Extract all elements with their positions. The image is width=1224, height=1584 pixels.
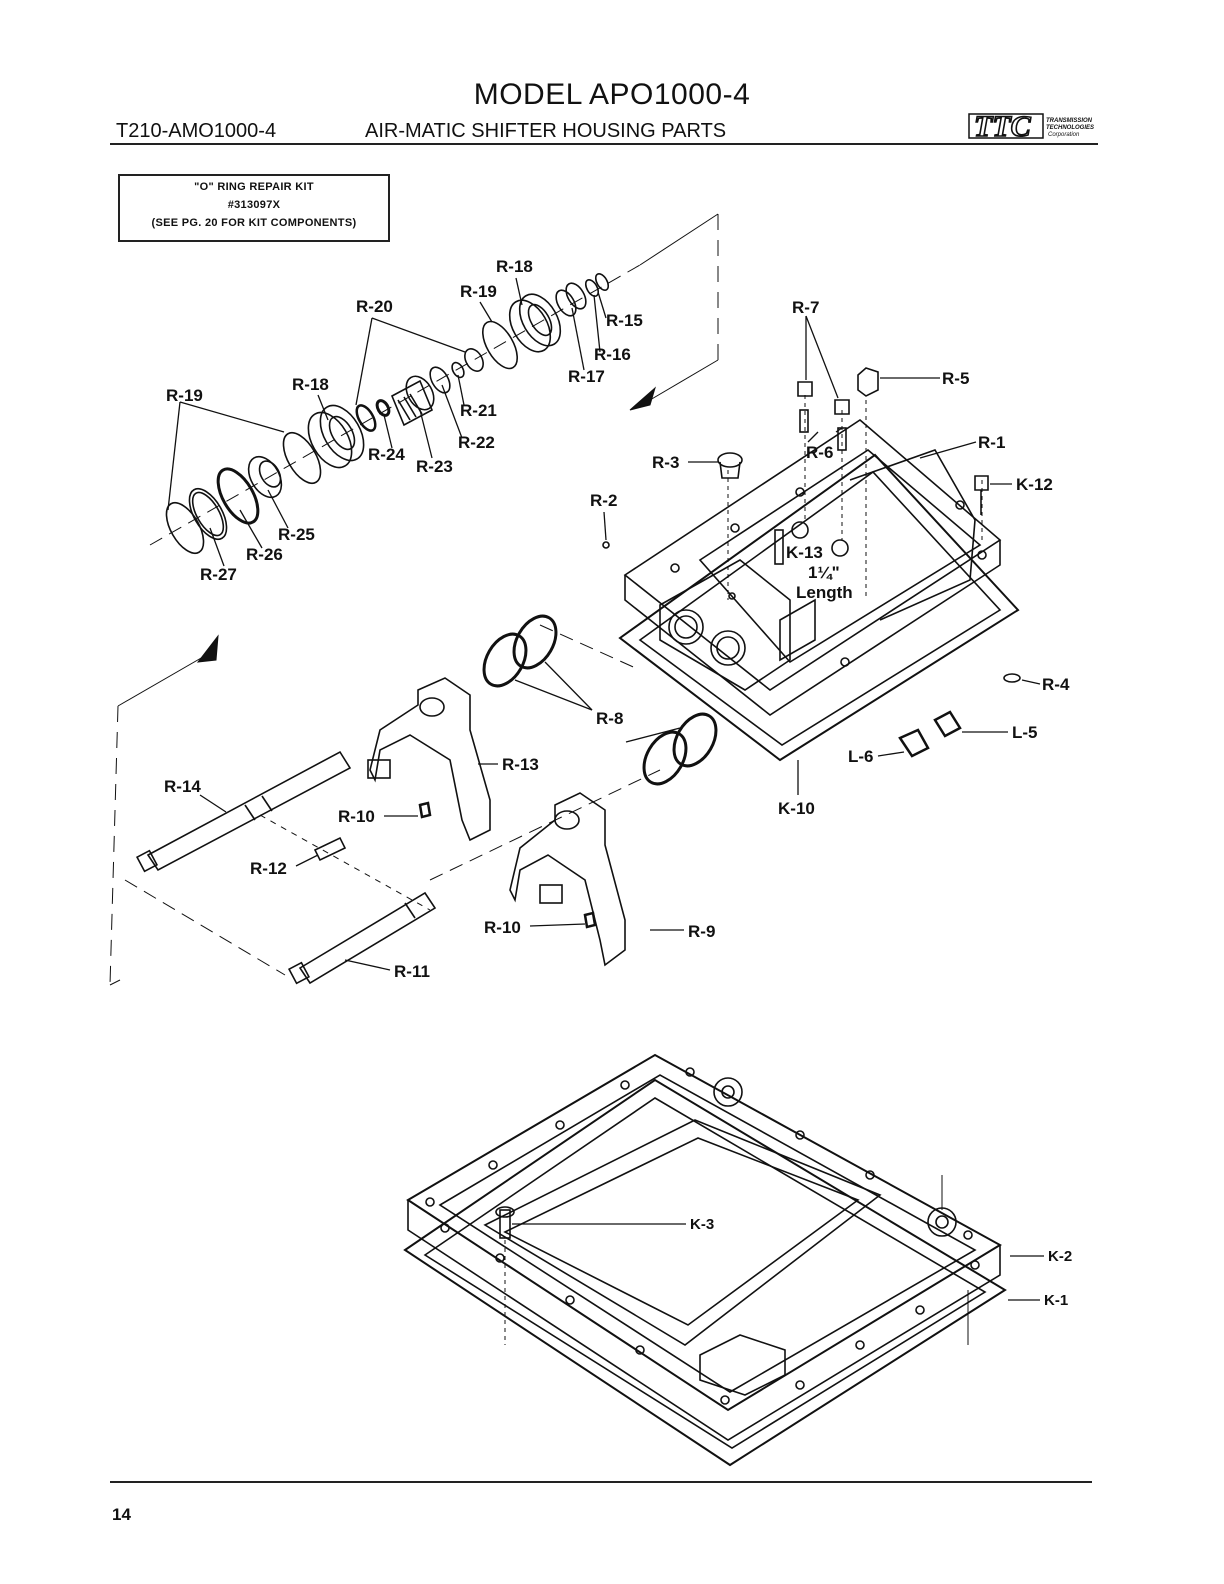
callout-r24: R-24 xyxy=(368,445,405,464)
callout-r13: R-13 xyxy=(502,755,539,774)
callout-l5: L-5 xyxy=(1012,723,1038,742)
oring-kit-box: "O" RING REPAIR KIT #313097X (SEE PG. 20… xyxy=(118,174,390,242)
callout-r14: R-14 xyxy=(164,777,201,796)
callout-r3: R-3 xyxy=(652,453,679,472)
base-cover-drawing xyxy=(403,1053,1007,1467)
callout-r22: R-22 xyxy=(458,433,495,452)
callout-k1: K-1 xyxy=(1044,1292,1068,1309)
callout-k12: K-12 xyxy=(1016,475,1053,494)
callout-r10-lower: R-10 xyxy=(484,918,521,937)
shift-forks-drawing xyxy=(367,677,626,967)
callout-r26: R-26 xyxy=(246,545,283,564)
seal-stack-drawing xyxy=(149,264,641,555)
callout-r15: R-15 xyxy=(606,311,643,330)
shift-shafts-drawing xyxy=(135,750,437,985)
callout-r8: R-8 xyxy=(596,709,623,728)
callout-r25: R-25 xyxy=(278,525,315,544)
callout-r6: R-6 xyxy=(806,443,833,462)
document-code: T210-AMO1000-4 xyxy=(116,120,277,142)
callout-r18-upper: R-18 xyxy=(496,257,533,276)
callout-r1: R-1 xyxy=(978,433,1005,452)
assembly-guide-lines xyxy=(109,213,719,986)
kit-line2: #313097X xyxy=(227,199,281,211)
callout-r20: R-20 xyxy=(356,297,393,316)
logo-line3: Corporation xyxy=(1048,132,1080,138)
footer-rule xyxy=(110,1481,1092,1483)
kit-line3: (SEE PG. 20 FOR KIT COMPONENTS) xyxy=(151,217,357,229)
model-title: MODEL APO1000-4 xyxy=(473,78,751,111)
callout-r21: R-21 xyxy=(460,401,497,420)
callout-r12: R-12 xyxy=(250,859,287,878)
callout-r7: R-7 xyxy=(792,298,819,317)
callout-r27: R-27 xyxy=(200,565,237,584)
callout-k10: K-10 xyxy=(778,799,815,818)
callout-r16: R-16 xyxy=(594,345,631,364)
callout-r9: R-9 xyxy=(688,922,715,941)
logo-line1: TRANSMISSION xyxy=(1046,118,1093,124)
section-title: AIR-MATIC SHIFTER HOUSING PARTS xyxy=(365,120,727,142)
shifter-housing-drawing xyxy=(602,367,1021,762)
callout-r17: R-17 xyxy=(568,367,605,386)
kit-line1: "O" RING REPAIR KIT xyxy=(194,181,314,193)
callout-k13: K-13 xyxy=(786,543,823,562)
page-number: 14 xyxy=(112,1505,131,1524)
callout-l6: L-6 xyxy=(848,747,874,766)
k13-length-value: 1¼" xyxy=(808,563,840,582)
logo-line2: TECHNOLOGIES xyxy=(1046,125,1094,131)
ttc-logo: TTC TRANSMISSION TECHNOLOGIES Corporatio… xyxy=(968,109,1094,140)
header-rule xyxy=(110,143,1098,145)
callout-r19-lower: R-19 xyxy=(166,386,203,405)
callout-r11: R-11 xyxy=(394,962,430,981)
callout-k2: K-2 xyxy=(1048,1248,1072,1265)
oring-set-drawing xyxy=(482,614,718,786)
logo-mark: TTC xyxy=(974,110,1032,140)
callout-r2: R-2 xyxy=(590,491,617,510)
k13-length-label: Length xyxy=(796,583,853,602)
callout-k3: K-3 xyxy=(690,1216,714,1233)
callout-r10-upper: R-10 xyxy=(338,807,375,826)
callout-r23: R-23 xyxy=(416,457,453,476)
callout-r5: R-5 xyxy=(942,369,969,388)
callout-r18-lower: R-18 xyxy=(292,375,329,394)
callout-r19-upper: R-19 xyxy=(460,282,497,301)
callout-labels: R-18 R-19 R-20 R-15 R-16 R-17 R-18 R-19 … xyxy=(164,257,1072,1309)
callout-r4: R-4 xyxy=(1042,675,1070,694)
callout-leaders xyxy=(167,277,1044,1301)
